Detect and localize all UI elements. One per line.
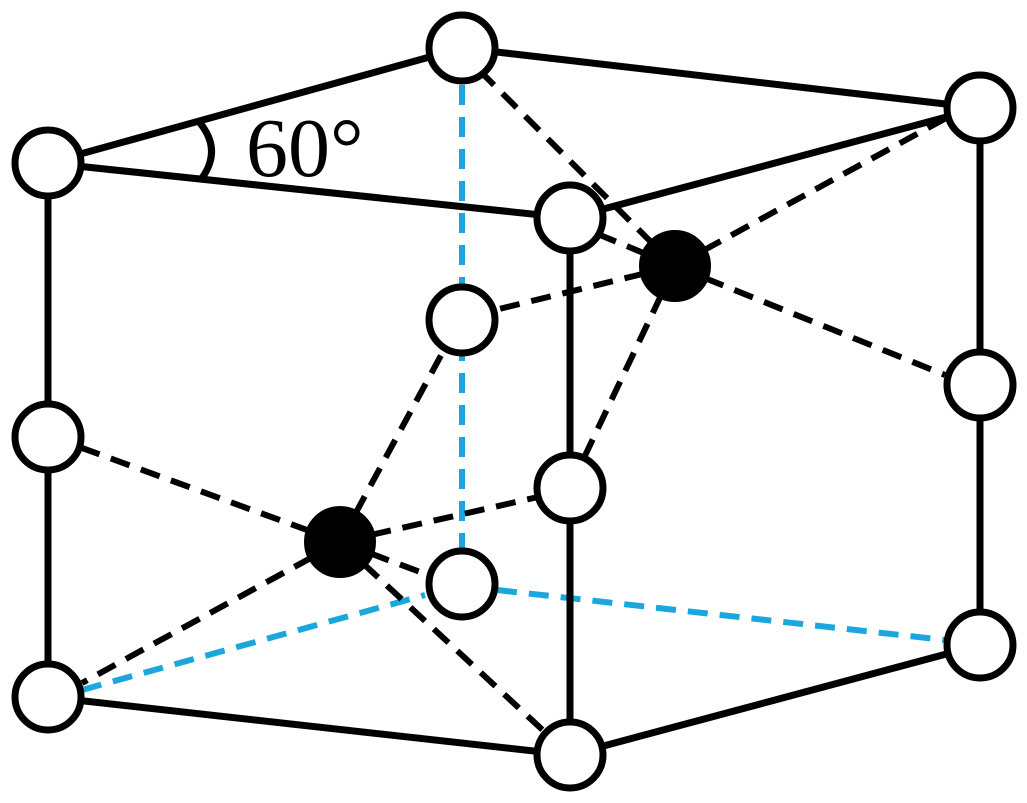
angle-arc	[197, 120, 215, 181]
atom-mid-right	[943, 348, 1017, 422]
bond-lower-to-mid-back	[337, 346, 448, 544]
bond-lower-to-mid-left	[80, 445, 342, 545]
bond-lower-to-bottom-front	[337, 539, 551, 738]
atom-top-left	[11, 126, 85, 200]
interior-atoms	[304, 230, 711, 578]
bond-upper-to-mid-right	[673, 263, 947, 378]
bond-upper-to-mid-front	[579, 264, 678, 464]
lattice-atoms	[11, 11, 1017, 792]
edge-bottom-left-front	[44, 693, 574, 759]
atom-mid-left	[11, 400, 85, 474]
interior-bonds	[80, 72, 950, 738]
bond-upper-to-top-right	[673, 114, 950, 269]
edge-bottom-front-right	[566, 641, 984, 759]
atom-interior-lower	[304, 506, 376, 578]
hidden-edge-bottom-back-left	[81, 592, 426, 693]
atom-mid-back	[425, 283, 499, 357]
atom-bottom-left	[11, 660, 85, 734]
atom-top-right	[943, 71, 1017, 145]
edge-top-right-front	[566, 104, 984, 222]
hidden-edge-bottom-back-right	[496, 587, 946, 643]
bond-lower-to-bottom-left	[80, 539, 342, 686]
bond-upper-to-top-back	[481, 72, 678, 269]
atom-interior-upper	[639, 230, 711, 302]
edge-top-back-right	[458, 44, 984, 112]
edge-top-left-back	[44, 44, 466, 167]
atom-bottom-back	[425, 547, 499, 621]
atom-bottom-front	[533, 718, 607, 792]
angle-label: 60°	[246, 102, 364, 195]
atom-mid-front	[533, 451, 607, 525]
edge-top-front-left	[44, 159, 574, 222]
atom-top-front	[533, 181, 607, 255]
atom-bottom-right	[943, 608, 1017, 682]
atom-top-back	[425, 11, 499, 85]
visible-edges	[44, 44, 984, 759]
hidden-edges	[81, 85, 946, 693]
